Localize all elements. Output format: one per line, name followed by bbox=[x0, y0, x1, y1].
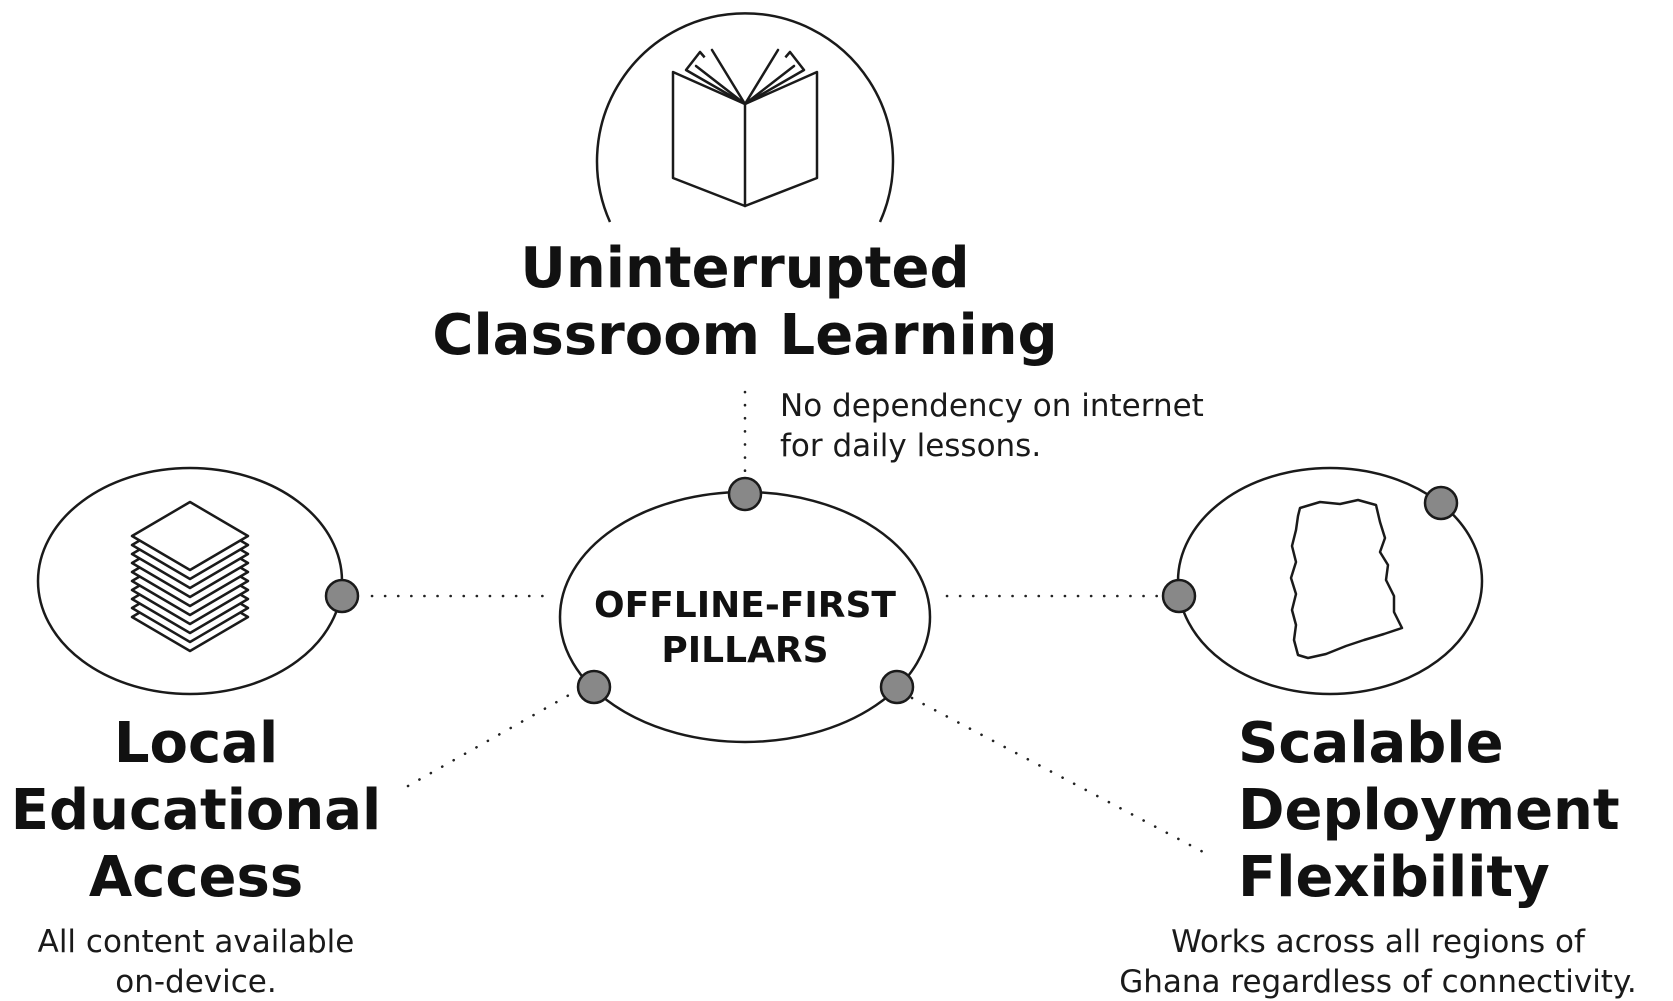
stack-layer bbox=[130, 500, 250, 572]
right-pillar-title-line1: Scalable bbox=[1238, 711, 1504, 776]
left-pillar-desc-line1: All content available bbox=[38, 924, 355, 960]
right-pillar-title-line2: Deployment bbox=[1238, 778, 1620, 843]
connector-bottom-left bbox=[406, 688, 580, 788]
left-pillar-title-line3: Access bbox=[89, 845, 303, 910]
stacked-layers-icon bbox=[130, 500, 250, 653]
top-pillar-title-line2: Classroom Learning bbox=[432, 303, 1057, 368]
left-pillar-desc-line2: on-device. bbox=[115, 964, 276, 1000]
connector-bottom-right bbox=[910, 696, 1207, 855]
top-pillar-badge bbox=[595, 12, 895, 223]
top-pillar-arc bbox=[595, 12, 895, 223]
connection-nodes bbox=[324, 476, 1459, 705]
center-label-line1: OFFLINE-FIRST bbox=[594, 585, 896, 626]
right-pillar-desc-line2: Ghana regardless of connectivity. bbox=[1119, 964, 1637, 1000]
node-center-bottom-left bbox=[576, 669, 612, 705]
open-book-icon bbox=[671, 48, 819, 208]
right-pillar-title-line3: Flexibility bbox=[1238, 845, 1550, 910]
top-pillar-desc-line1: No dependency on internet bbox=[780, 388, 1204, 424]
node-right-pillar-left bbox=[1161, 578, 1197, 614]
center-label-line2: PILLARS bbox=[661, 630, 828, 671]
connectors bbox=[370, 390, 1207, 855]
node-center-bottom-right bbox=[879, 669, 915, 705]
left-pillar-text: Local Educational Access All content ava… bbox=[11, 711, 381, 1000]
left-pillar-title-line1: Local bbox=[114, 711, 278, 776]
left-pillar-badge bbox=[36, 466, 344, 696]
top-pillar-desc-line2: for daily lessons. bbox=[780, 428, 1041, 464]
top-pillar-text: Uninterrupted Classroom Learning No depe… bbox=[432, 236, 1203, 464]
ghana-map-icon bbox=[1289, 498, 1404, 660]
node-left-pillar bbox=[324, 578, 360, 614]
right-pillar-text: Scalable Deployment Flexibility Works ac… bbox=[1119, 711, 1637, 1000]
node-center-top bbox=[727, 476, 763, 512]
center-hub: OFFLINE-FIRST PILLARS bbox=[558, 490, 932, 744]
left-pillar-title-line2: Educational bbox=[11, 778, 381, 843]
right-pillar-desc-line1: Works across all regions of bbox=[1171, 924, 1586, 960]
right-pillar-badge bbox=[1176, 466, 1484, 696]
top-pillar-title-line1: Uninterrupted bbox=[520, 236, 969, 301]
node-right-pillar-top bbox=[1423, 485, 1459, 521]
